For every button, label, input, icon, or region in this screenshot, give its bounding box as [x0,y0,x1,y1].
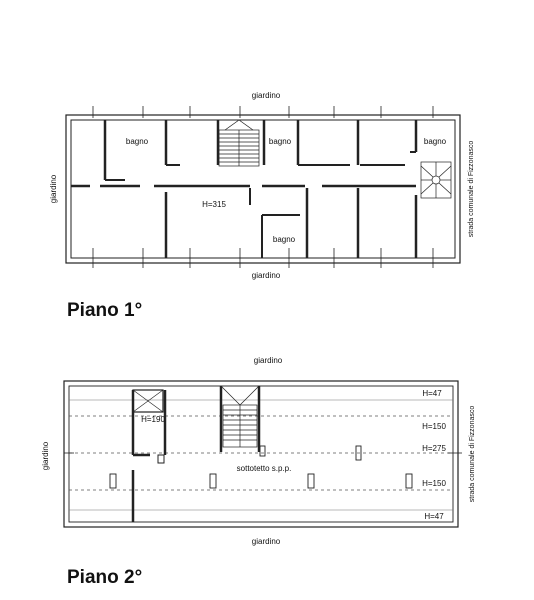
floor2-garden-bottom: giardino [252,537,281,546]
floor1-street-right: strada comunale di Fizzonasco [468,141,475,238]
outer-wall-outer [65,114,461,264]
floor2-street-right: strada comunale di Fizzonasco [469,406,476,503]
floor-1-plan: giardino giardino giardino strada comuna… [49,91,475,280]
floor1-garden-left: giardino [49,174,58,203]
axis-ticks-bottom-1 [92,248,434,268]
floor-1-heading: Piano 1° [67,300,143,321]
floor2-outer-wall [63,380,459,528]
floor2-garden-top: giardino [254,356,283,365]
floor2-h-lower: H=150 [422,479,446,488]
floor-2-plan: giardino giardino giardino strada comuna… [41,356,476,546]
floor2-stair-box [131,389,167,522]
floor2-openings [109,445,413,489]
floor1-bath-3: bagno [424,137,447,146]
floor1-garden-top: giardino [252,91,281,100]
floor2-h-stair: H=190 [141,415,165,424]
axis-ticks-top-1 [92,106,434,118]
floor-2-heading: Piano 2° [67,567,143,588]
floor2-garden-left: giardino [41,441,50,470]
floor2-h-bottom: H=47 [424,512,444,521]
floor2-staircase [219,385,261,452]
floor1-bath-2: bagno [269,137,292,146]
floor2-inner-wall [68,385,454,523]
floor2-h-top: H=47 [422,389,442,398]
staircase-1 [218,119,260,167]
floor2-h-upper: H=150 [422,422,446,431]
height-lines [69,415,453,491]
floor1-bath-1: bagno [126,137,149,146]
floor1-garden-bottom: giardino [252,271,281,280]
floor1-height: H=315 [202,200,226,209]
floor1-bath-4: bagno [273,235,296,244]
spiral-stair [420,161,452,199]
floor2-attic: sottotetto s.p.p. [237,464,292,473]
floor2-h-ridge: H=275 [422,444,446,453]
